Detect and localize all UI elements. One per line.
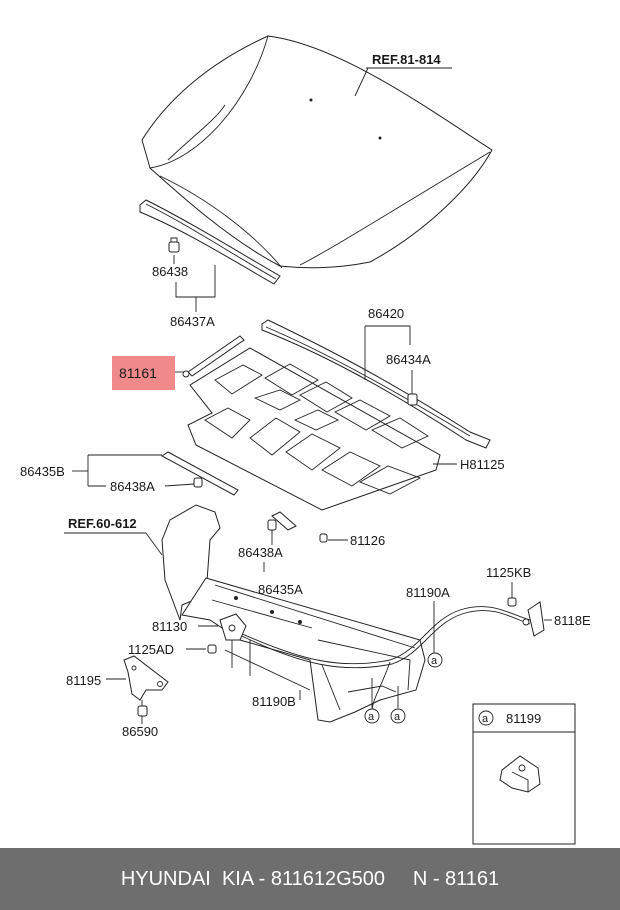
hood-release-handle-8118E [522, 601, 545, 637]
hood-insulator-pad [187, 347, 441, 511]
label-81199: 81199 [506, 711, 541, 726]
highlight-81161: 81161 [112, 356, 184, 390]
bolt-1125AD [207, 644, 217, 654]
label-81195: 81195 [66, 673, 101, 688]
label-86434A: 86434A [386, 352, 431, 367]
clip-86438 [168, 237, 180, 253]
part-number-footer: HYUNDAI KIA - 811612G500 N - 81161 [0, 848, 620, 910]
callout-a-2 [364, 708, 380, 724]
hood-latch-81130 [219, 613, 247, 641]
hood-panel [141, 35, 493, 269]
label-81126: 81126 [350, 533, 385, 548]
callout-a-3 [390, 708, 406, 724]
bolt-86590 [137, 705, 148, 717]
label-86420: 86420 [368, 306, 404, 321]
parts-diagram: REF.81-814 86438 86437A 86420 8 [20, 35, 591, 845]
label-86435B: 86435B [20, 464, 65, 479]
bolt-81126 [319, 533, 328, 543]
callout-a-2-text: a [368, 711, 375, 723]
clip-86434A [407, 393, 418, 406]
label-86438A-left: 86438A [110, 479, 155, 494]
radiator-support-panel [161, 504, 426, 723]
bracket-86435A [267, 511, 297, 531]
label-1125KB: 1125KB [486, 565, 531, 580]
label-81161: 81161 [119, 365, 157, 381]
label-86438A-mid: 86438A [238, 545, 283, 560]
label-81190B: 81190B [252, 694, 296, 709]
label-86437A: 86437A [170, 314, 215, 329]
label-86590: 86590 [122, 724, 158, 739]
ref-hood-label: REF.81-814 [372, 52, 441, 67]
seal-strip-86420 [261, 319, 491, 449]
callout-a-1-text: a [431, 655, 438, 667]
bracket-81195 [123, 655, 169, 701]
hood-seal-strip [139, 199, 281, 285]
label-H81125: H81125 [460, 457, 505, 472]
label-81130: 81130 [152, 619, 187, 634]
label-86438: 86438 [152, 264, 188, 279]
inset-callout-text: a [482, 713, 489, 725]
strip-86435B [161, 451, 239, 496]
label-8118E: 8118E [554, 613, 591, 628]
callout-a-1 [427, 652, 443, 668]
inset-box-81199: a 81199 [472, 703, 576, 845]
ref-panel-label: REF.60-612 [68, 516, 137, 531]
label-81190A: 81190A [406, 585, 450, 600]
callout-a-3-text: a [394, 711, 401, 723]
label-1125AD: 1125AD [128, 642, 174, 657]
label-86435A: 86435A [258, 582, 303, 597]
support-rod-81161 [182, 335, 245, 378]
bolt-1125KB [507, 597, 517, 607]
